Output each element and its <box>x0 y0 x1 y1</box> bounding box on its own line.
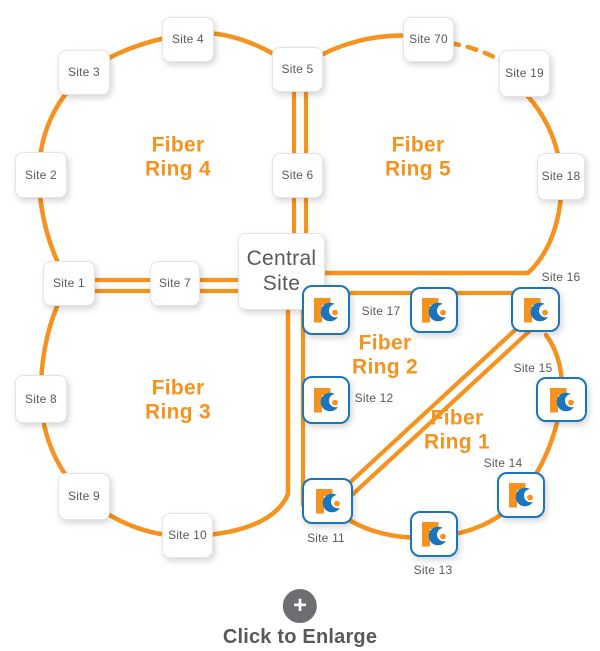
company-logo-icon <box>315 489 344 514</box>
site17-label: Site 17 <box>361 304 401 318</box>
ring4-label-line2: Ring 4 <box>145 157 211 180</box>
site1-label: Site 1 <box>53 276 85 291</box>
site16-label: Site 16 <box>541 270 581 284</box>
site2-node: Site 2 <box>15 152 67 198</box>
site4-label: Site 4 <box>172 32 204 47</box>
site10-node: Site 10 <box>162 513 213 558</box>
site5-node: Site 5 <box>272 47 323 92</box>
site18-node: Site 18 <box>537 153 585 200</box>
central-badge-node <box>302 285 350 335</box>
site9-label: Site 9 <box>68 489 100 504</box>
site19-node: Site 19 <box>499 50 550 97</box>
site13-node <box>410 511 458 557</box>
ring12-double-diagonal-path <box>328 316 538 510</box>
site14-label: Site 14 <box>483 456 523 470</box>
company-logo-icon <box>314 388 343 413</box>
site7-node: Site 7 <box>150 261 200 306</box>
site1-node: Site 1 <box>43 261 95 306</box>
site9-node: Site 9 <box>58 473 110 520</box>
ring5-arc-right-path <box>319 87 564 276</box>
site15-node <box>536 377 587 422</box>
ring3-label-line2: Ring 3 <box>145 400 211 423</box>
ring1-label-line1: Fiber <box>430 406 484 430</box>
site8-node: Site 8 <box>15 375 67 423</box>
click-to-enlarge-label[interactable]: Click to Enlarge <box>222 626 378 648</box>
company-logo-icon <box>422 522 451 547</box>
company-logo-icon <box>549 387 578 412</box>
ring4-label-line1: Fiber <box>151 133 205 157</box>
site6-node: Site 6 <box>272 153 323 198</box>
central-label: Central Site <box>246 246 317 295</box>
site14-node <box>497 472 545 518</box>
company-logo-icon <box>422 298 451 323</box>
site11-node <box>302 478 353 524</box>
site4-node: Site 4 <box>162 17 214 62</box>
company-logo-icon <box>314 298 343 323</box>
site16-node <box>511 287 560 332</box>
company-logo-icon <box>509 483 538 508</box>
ring5-label-line1: Fiber <box>391 133 445 157</box>
ring3-label-line1: Fiber <box>151 376 205 400</box>
site7-label: Site 7 <box>159 276 191 291</box>
ring5-label-line2: Ring 5 <box>385 157 451 180</box>
site5-label: Site 5 <box>281 62 314 77</box>
site19-label: Site 19 <box>505 66 544 81</box>
central-site-node: Central Site <box>238 233 325 310</box>
plus-icon[interactable]: + <box>282 589 317 623</box>
site8-label: Site 8 <box>25 391 57 406</box>
ring2-label-line1: Fiber <box>358 331 412 355</box>
site70-label: Site 70 <box>409 32 448 47</box>
site3-node: Site 3 <box>58 50 110 95</box>
site11-label: Site 11 <box>307 531 345 545</box>
click-to-enlarge-control[interactable]: + Click to Enlarge <box>223 589 377 649</box>
site13-label: Site 13 <box>413 563 453 577</box>
site3-label: Site 3 <box>68 65 100 80</box>
site12-label: Site 12 <box>354 391 394 405</box>
ring2-label-line2: Ring 2 <box>352 355 418 378</box>
site17-node <box>410 287 458 333</box>
site6-label: Site 6 <box>281 168 314 183</box>
ring5-dashed-path <box>447 40 509 67</box>
site15-label: Site 15 <box>513 361 553 375</box>
site2-label: Site 2 <box>25 167 57 182</box>
site70-node: Site 70 <box>403 17 454 62</box>
company-logo-icon <box>523 297 552 322</box>
site10-label: Site 10 <box>168 528 207 543</box>
ring1-label-line2: Ring 1 <box>424 430 490 453</box>
site18-label: Site 18 <box>541 169 581 184</box>
site12-node <box>302 376 350 424</box>
